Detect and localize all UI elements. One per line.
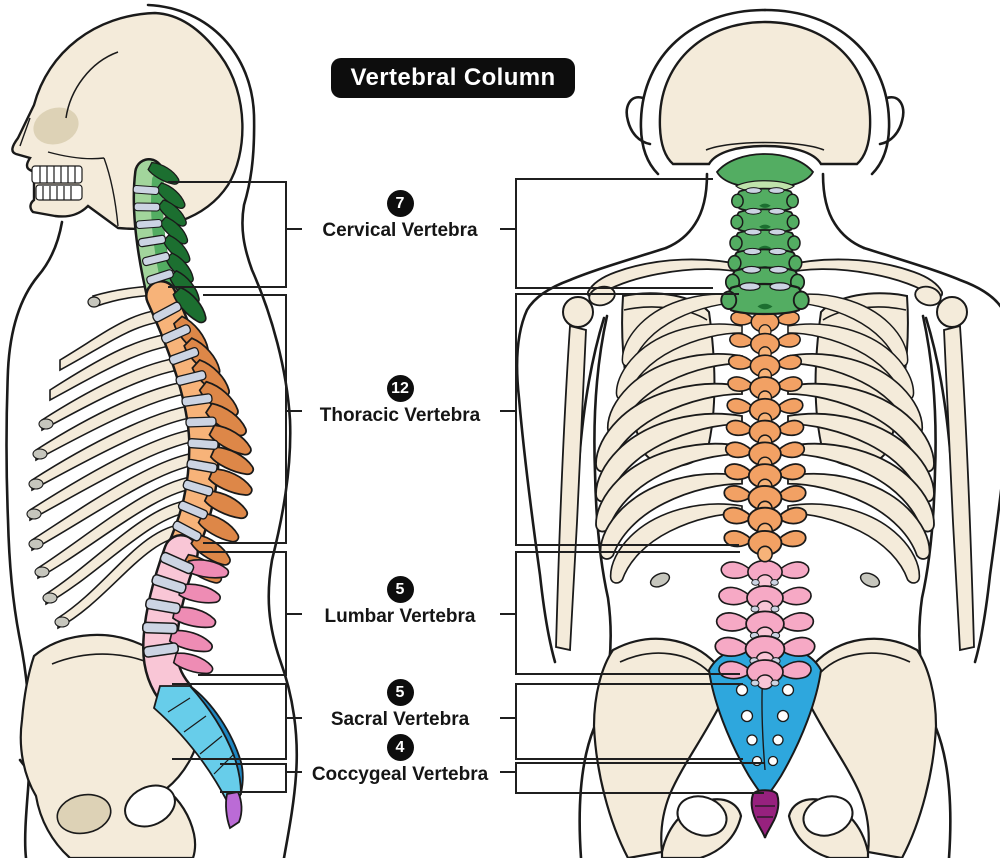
tick-right-sacral — [500, 717, 515, 720]
side-view-figure — [5, 3, 299, 858]
diagram-title: Vertebral Column — [350, 64, 556, 91]
sacrum-side — [152, 684, 244, 805]
skull-side — [11, 11, 244, 230]
count-badge-coccygeal: 4 — [386, 734, 414, 761]
label-group-thoracic: 12 Thoracic Vertebra — [300, 375, 500, 427]
count-badge-sacral: 5 — [386, 679, 414, 706]
tick-right-thoracic — [500, 410, 515, 413]
bracket-left-cervical — [168, 181, 287, 288]
count-badge-thoracic: 12 — [386, 375, 414, 402]
bracket-right-lumbar — [515, 551, 740, 675]
rib-cage-side — [26, 307, 206, 630]
tick-left-thoracic — [287, 410, 302, 413]
bracket-left-coccygeal — [220, 763, 287, 793]
skull-back — [658, 20, 872, 166]
label-group-sacral: 5 Sacral Vertebra — [300, 679, 500, 731]
bracket-right-cervical — [515, 178, 713, 289]
coccyx-side — [225, 790, 243, 830]
eye-socket — [33, 107, 79, 145]
label-thoracic: Thoracic Vertebra — [319, 405, 481, 426]
tick-left-sacral — [287, 717, 302, 720]
bracket-left-thoracic — [203, 294, 287, 544]
tick-left-lumbar — [287, 613, 302, 616]
label-lumbar: Lumbar Vertebra — [324, 606, 476, 627]
label-cervical: Cervical Vertebra — [322, 220, 478, 241]
bracket-left-sacral — [172, 683, 287, 760]
cervical-spine-posterior — [715, 153, 815, 316]
coccyx-posterior — [750, 789, 780, 839]
label-group-cervical: 7 Cervical Vertebra — [300, 190, 500, 242]
tick-right-coccygeal — [500, 771, 515, 774]
shoulder-girdle-right — [782, 259, 974, 858]
count-badge-lumbar: 5 — [386, 576, 414, 603]
label-group-coccygeal: 4 Coccygeal Vertebra — [300, 734, 500, 786]
diagram-title-badge: Vertebral Column — [331, 58, 575, 98]
tick-right-lumbar — [500, 613, 515, 616]
label-group-lumbar: 5 Lumbar Vertebra — [300, 576, 500, 628]
teeth — [31, 165, 83, 201]
tick-left-cervical — [287, 228, 302, 231]
bracket-right-sacral — [515, 683, 743, 760]
bracket-right-coccygeal — [515, 762, 764, 794]
label-sacral: Sacral Vertebra — [330, 709, 470, 730]
count-badge-cervical: 7 — [386, 190, 414, 217]
tick-left-coccygeal — [287, 771, 302, 774]
label-coccygeal: Coccygeal Vertebra — [311, 764, 489, 785]
bracket-left-lumbar — [198, 551, 287, 676]
bracket-right-thoracic — [515, 293, 739, 546]
tick-right-cervical — [500, 228, 515, 231]
